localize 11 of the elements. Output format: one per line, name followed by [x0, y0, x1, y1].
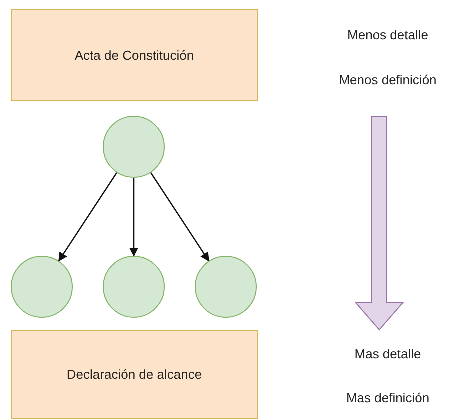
- arrow: [150, 172, 210, 262]
- scale-label: Menos detalle: [348, 28, 428, 42]
- arrow: [129, 178, 139, 257]
- scale-label: Mas definición: [346, 390, 430, 406]
- box-label: Acta de Constitución: [74, 48, 194, 62]
- scale-label: Menos definición: [339, 72, 437, 88]
- scale-label: Mas detalle: [354, 346, 422, 362]
- document-box: [11, 330, 258, 419]
- document-box: [11, 9, 258, 101]
- arrow: [58, 172, 118, 262]
- box-label: Declaración de alcance: [66, 367, 202, 382]
